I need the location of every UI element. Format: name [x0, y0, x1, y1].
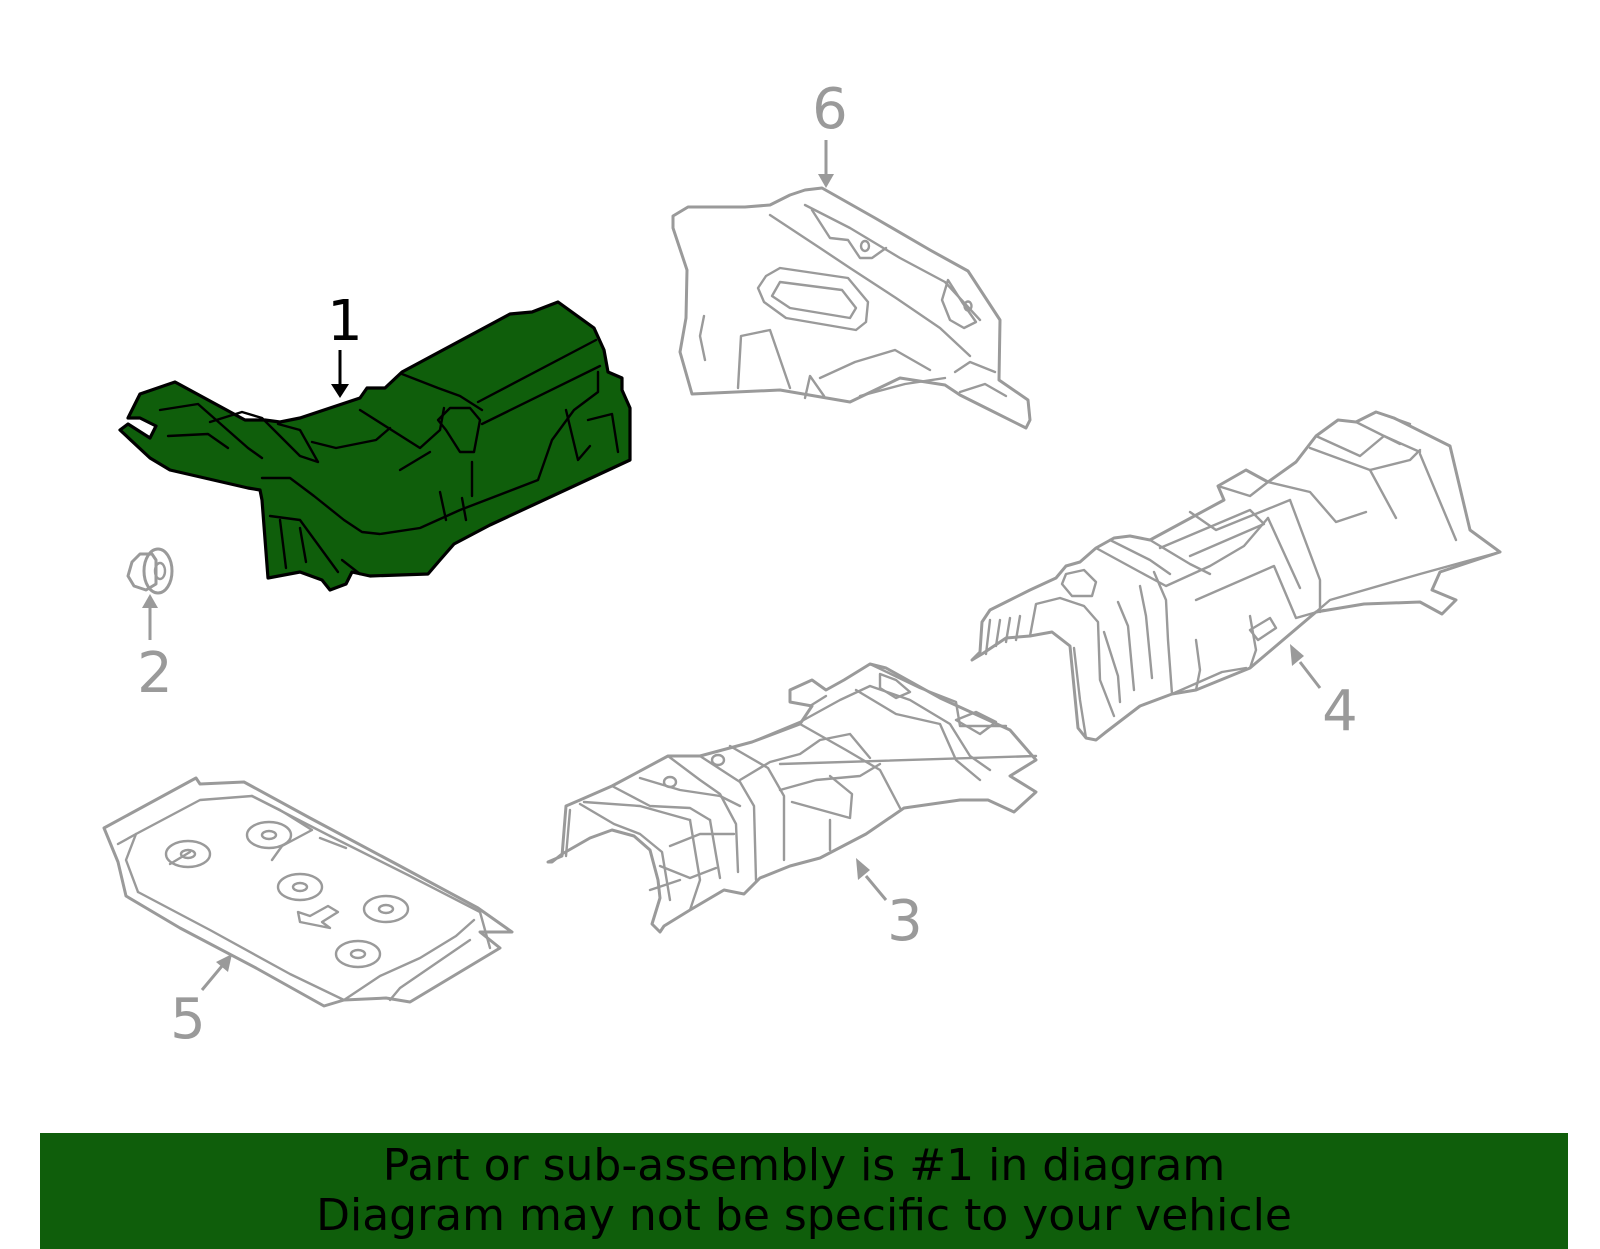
callout-5: 5	[170, 987, 206, 1052]
leader-arrow-4	[1290, 644, 1322, 689]
leader-arrow-1	[331, 350, 349, 398]
part-1-heat-shield-highlighted[interactable]	[118, 300, 632, 592]
info-banner: Part or sub-assembly is #1 in diagram Di…	[40, 1133, 1568, 1249]
callout-3: 3	[887, 889, 923, 954]
banner-line-1: Part or sub-assembly is #1 in diagram	[382, 1140, 1226, 1191]
part-6-heat-shield[interactable]	[671, 186, 1032, 430]
part-4-heat-shield[interactable]	[970, 410, 1502, 742]
leader-arrow-2	[142, 594, 158, 640]
callout-6: 6	[812, 77, 848, 142]
callout-4: 4	[1322, 679, 1358, 744]
part-5-heat-shield[interactable]	[102, 776, 514, 1008]
leader-arrow-6	[818, 140, 834, 188]
leader-arrow-3	[856, 858, 888, 901]
callout-2: 2	[137, 641, 173, 706]
leader-arrow-5	[200, 954, 232, 991]
part-3-heat-shield[interactable]	[546, 662, 1038, 934]
part-2-nut[interactable]	[126, 547, 174, 595]
banner-line-2: Diagram may not be specific to your vehi…	[316, 1190, 1292, 1241]
callout-1: 1	[327, 289, 363, 354]
